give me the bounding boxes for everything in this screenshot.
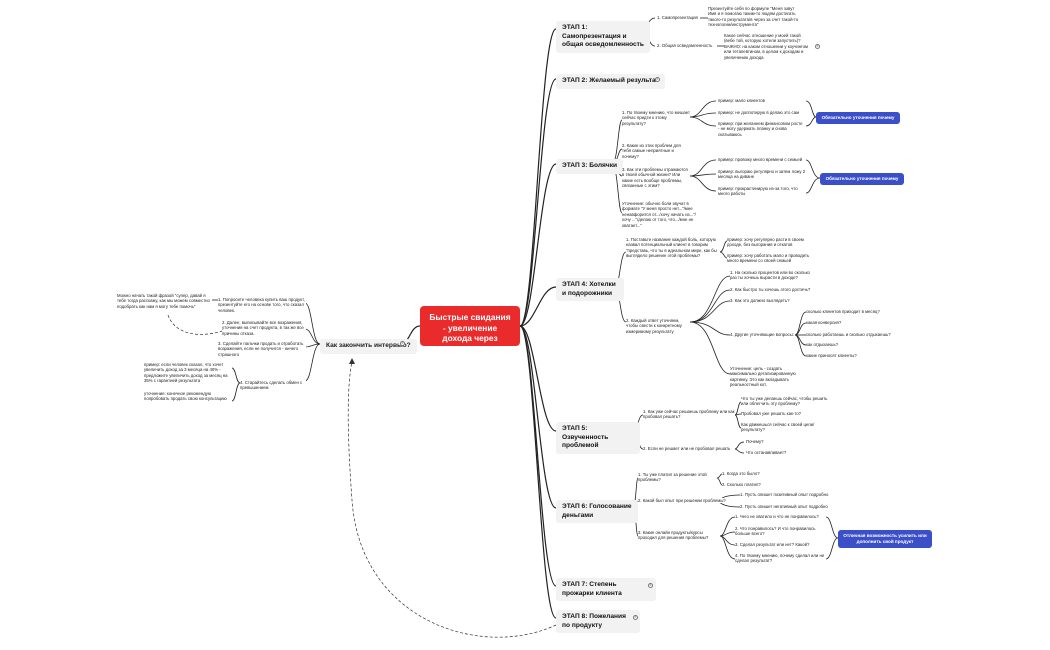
s6-example: 2. Пусть опишет негативный опыт подробно (740, 504, 828, 510)
end-step-1-note: Можно начать такой фразой "супер, давай … (117, 293, 211, 310)
note-icon[interactable]: ≡ (400, 341, 405, 346)
note-icon[interactable]: ≡ (655, 77, 660, 82)
s4-sub-question: как отдыхаешь? (806, 342, 839, 348)
s6-example: 4. По твоему мнению, почему сделал или н… (735, 553, 825, 564)
s4-clarify-4[interactable]: 4. Другие уточняющие вопросы: (730, 332, 794, 338)
s4-goal-note: Уточнение: цель - создать максимально де… (730, 366, 806, 388)
s5-example: Как движешься сейчас к своей цели/резуль… (741, 422, 831, 433)
end-step-4[interactable]: 4. Старайтесь сделать обмен с превышение… (240, 380, 306, 391)
stage-5-node[interactable]: ЭТАП 5: Озвученность проблемой (556, 422, 640, 454)
s6-example: 3. Сделал результат или нет? Какой? (735, 542, 810, 548)
note-icon[interactable]: ≡ (633, 615, 638, 620)
s4-question-2[interactable]: 2. Каждый ответ уточняем, чтобы свести к… (626, 318, 690, 335)
end-step-3[interactable]: 3. Сделайте пальчки продать и отработать… (218, 341, 306, 358)
s6-example: 1. Чего не хватило и что не понравилось? (735, 514, 819, 520)
product-improvement-tag[interactable]: Отличная возможность усилить или дополни… (838, 530, 932, 548)
s4-question-1[interactable]: 1. Поставьте название каждой боль, котор… (626, 237, 720, 259)
s1-self-presentation[interactable]: 1. Самопрезентация (657, 15, 698, 21)
end-interview-node[interactable]: Как закончить интервью? (320, 339, 417, 354)
stage-2-node[interactable]: ЭТАП 2: Желаемый результат (556, 74, 665, 89)
s6-example: 2. Что понравилось? И что понравилось бо… (735, 526, 821, 537)
stage-1-node[interactable]: ЭТАП 1: Самопрезентация и общая осведомл… (556, 21, 650, 53)
end-step-1[interactable]: 1. Попросите человека купить ваш продукт… (218, 297, 306, 314)
s6-example: 1. Когда это было? (722, 471, 760, 477)
s3-example: пример: не долпотирую в делаю это сам (718, 110, 804, 116)
s4-example: пример: хочу работать мало и проводить м… (727, 253, 815, 264)
note-icon[interactable]: ≡ (815, 44, 820, 49)
s4-sub-question: сколько работаешь и сколько отдыхаешь? (806, 332, 891, 338)
s5-question-2[interactable]: 2. Если не решает или не пробовал решать (643, 446, 731, 452)
s3-question-1[interactable]: 1. По твоему мнению, что мешает сейчас п… (622, 110, 691, 127)
s5-example: Что останавливает? (746, 450, 787, 456)
s4-clarify-3[interactable]: 3. Как это должно выглядеть? (730, 298, 790, 304)
end-step-2[interactable]: 2. Далее, выписывайте все возражения, ут… (222, 320, 306, 337)
s6-question-2[interactable]: 2. Какой был опыт при решении проблемы? (638, 498, 726, 504)
end-step-4-note: уточнение: конечное рекомендую попробова… (144, 391, 232, 402)
clarify-why-tag[interactable]: Обязательно уточнения почему (820, 173, 904, 185)
s5-question-1[interactable]: 1. Как уже сейчас решаешь проблему или к… (643, 409, 735, 420)
s5-example: Почему? (746, 439, 764, 445)
s3-example: пример: выгораю регулярно и затем ложу 2… (718, 169, 806, 180)
clarify-why-tag[interactable]: Обязательно уточнения почему (816, 112, 900, 124)
s3-example: пример: мало клиентов (718, 98, 765, 104)
s1-self-presentation-detail: Презентуйте себя по формуле "Меня зовут … (708, 6, 803, 28)
s3-example: пример: прокрастинирую из-за того, что м… (718, 186, 804, 197)
s1-general-awareness-detail: Какое сейчас отношение у моей такой (веб… (724, 33, 812, 61)
s4-example: пример: хочу регулярно расти в своем дох… (727, 237, 815, 248)
s6-example: 1. Пусть опишет позитивный опыт подробно (740, 492, 829, 498)
s3-note: Уточнение: обычно боли звучат в формате … (622, 201, 697, 229)
s4-sub-question: какая конверсия? (806, 320, 842, 326)
s1-general-awareness[interactable]: 2. Общая осведомленность (657, 43, 713, 49)
central-topic[interactable]: Быстрые свидания - увеличение дохода чер… (420, 306, 520, 354)
s6-question-1[interactable]: 1. Ты уже платил за решение этой проблем… (638, 472, 717, 483)
s4-clarify-2[interactable]: 2. Как быстро ты хочешь этого достичь? (730, 287, 811, 293)
s5-example: Пробовал уже решать как-то? (741, 411, 801, 417)
s4-sub-question: какие приносят клиенты? (806, 353, 857, 359)
stage-4-node[interactable]: ЭТАП 4: Хотелки и подорожники (556, 278, 624, 302)
s3-question-2[interactable]: 2. Какие из этих проблем для тебя самые … (622, 143, 690, 160)
s6-example: 2. Сколько платил? (722, 482, 761, 488)
stage-8-node[interactable]: ЭТАП 8: Пожелания по продукту (556, 610, 640, 634)
s3-example: пример: провожу много времени с семьей (718, 157, 806, 163)
stage-6-node[interactable]: ЭТАП 6: Голосование деньгами (556, 500, 638, 524)
s5-example: Что ты уже делаешь сейчас, чтобы решить … (741, 396, 833, 407)
s6-question-3[interactable]: 3. Какие онлайн продукты/курсы проходил … (638, 530, 720, 541)
note-icon[interactable]: ≡ (648, 583, 653, 588)
s3-example: пример: при желаннем финансовом росте - … (718, 121, 804, 138)
stage-7-node[interactable]: ЭТАП 7: Степень прожарки клиента (556, 578, 656, 602)
s3-question-3[interactable]: 3. Как эти проблемы отражаются в твоей о… (622, 167, 690, 189)
s4-clarify-1[interactable]: 1. На сколько процентов или во сколько р… (730, 270, 812, 281)
end-step-4-example: пример: если человек сказал, что хочет у… (144, 362, 232, 384)
stage-3-node[interactable]: ЭТАП 3: Болячки (556, 159, 624, 174)
s4-sub-question: сколько клиентов приходит в месяц? (806, 309, 880, 315)
